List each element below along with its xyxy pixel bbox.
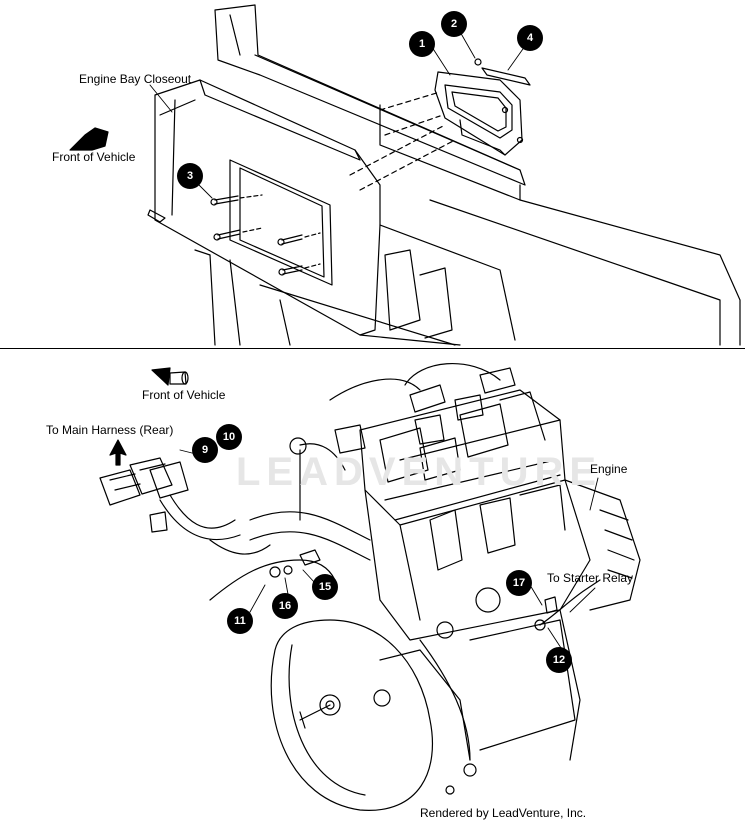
callout-16: 16 (272, 593, 298, 619)
panel-divider (0, 348, 745, 349)
frame-rails (194, 4, 741, 346)
bolt-set (210, 194, 321, 276)
callout-17: 17 (506, 570, 532, 596)
engine-block (364, 479, 641, 761)
harness-connectors (99, 457, 241, 541)
label-front-of-vehicle-top: Front of Vehicle (52, 150, 136, 164)
callout-2: 2 (441, 11, 467, 37)
label-to-starter-relay: To Starter Relay (547, 571, 634, 585)
flywheel-cover (270, 619, 576, 811)
control-module (349, 58, 524, 191)
intake-harness (209, 362, 501, 561)
leader-lines-top (149, 22, 531, 199)
label-to-main-harness: To Main Harness (Rear) (46, 423, 174, 437)
label-engine: Engine (590, 462, 628, 476)
front-arrow-top (69, 127, 109, 151)
callout-1: 1 (409, 31, 435, 57)
harness-arrow (109, 439, 127, 466)
footer-credit: Rendered by LeadVenture, Inc. (420, 806, 587, 820)
front-arrow-bottom (151, 367, 189, 386)
callout-15: 15 (312, 574, 338, 600)
callout-10: 10 (216, 424, 242, 450)
label-front-of-vehicle-bottom: Front of Vehicle (142, 388, 226, 402)
callout-11: 11 (227, 608, 253, 634)
gasket (481, 67, 531, 86)
callout-12: 12 (546, 647, 572, 673)
ground-cable (209, 559, 336, 601)
label-engine-bay-closeout: Engine Bay Closeout (79, 72, 192, 86)
callout-3: 3 (177, 163, 203, 189)
engine-head (359, 367, 566, 526)
watermark: LEADVENTURE (236, 450, 603, 494)
callout-4: 4 (517, 25, 543, 51)
starter-relay-cable (539, 579, 601, 626)
closeout-panel (147, 79, 516, 346)
callout-9: 9 (192, 437, 218, 463)
